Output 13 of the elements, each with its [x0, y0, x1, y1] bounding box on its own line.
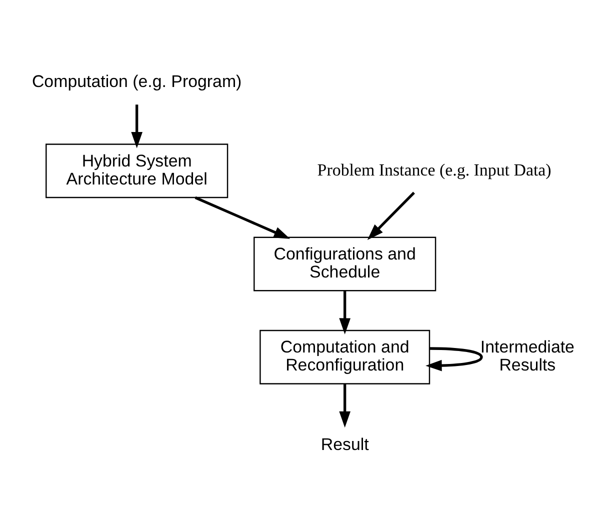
arrow [194, 196, 290, 238]
node-box: Configurations and Schedule [254, 236, 436, 291]
node-box: Hybrid System Architecture Model [46, 143, 228, 198]
node-text: Computation (e.g. Program) [32, 72, 242, 91]
node-box: Computation and Reconfiguration [260, 329, 430, 384]
arrow [339, 290, 351, 334]
node-text: Problem Instance (e.g. Input Data) [317, 160, 552, 179]
arrow [339, 384, 351, 428]
edge-label: Intermediate Results [480, 337, 574, 374]
arrow [367, 191, 415, 240]
node-text: Result [320, 434, 369, 454]
arrow [426, 346, 483, 371]
arrow [131, 104, 143, 148]
